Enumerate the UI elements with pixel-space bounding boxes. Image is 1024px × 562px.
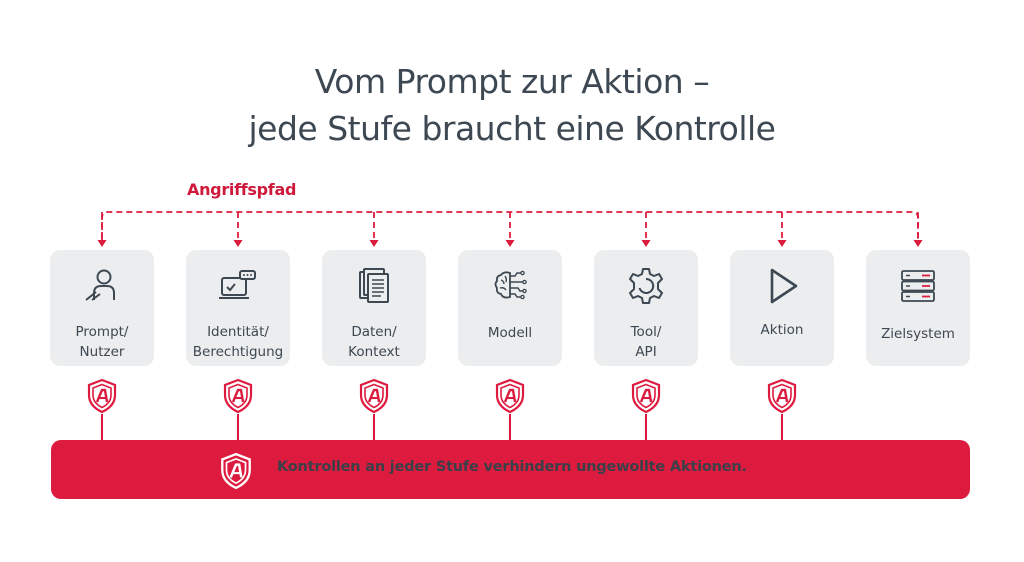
control-shield-icon	[495, 378, 525, 414]
stage-label: Prompt/ Nutzer	[75, 324, 129, 360]
user-icon	[85, 269, 115, 301]
stage-label: Zielsystem	[881, 326, 955, 342]
stage-prompt-user: Prompt/ Nutzer	[50, 250, 154, 366]
title-line-2: jede Stufe braucht eine Kontrolle	[248, 109, 776, 148]
stage-label: Identität/ Berechtigung	[192, 324, 284, 360]
control-shield-icon	[359, 378, 389, 414]
attack-path-arrowhead	[913, 240, 923, 247]
attack-path-label: Angriffspfad	[187, 180, 297, 199]
control-shield-icon	[223, 378, 253, 414]
control-shield-icon	[767, 378, 797, 414]
banner-text: Kontrollen an jeder Stufe verhindern ung…	[277, 459, 747, 475]
server-icon	[901, 270, 935, 302]
title-line-1: Vom Prompt zur Aktion –	[314, 62, 710, 101]
shield-icon	[221, 452, 251, 490]
page-title: Vom Prompt zur Aktion – jede Stufe brauc…	[0, 58, 1024, 152]
stage-label: Daten/ Kontext	[348, 324, 400, 360]
controls-banner: Kontrollen an jeder Stufe verhindern ung…	[51, 440, 970, 499]
control-shield-icon	[87, 378, 117, 414]
stage-model: Modell	[458, 250, 562, 366]
attack-path-arrowhead	[641, 240, 651, 247]
attack-path-arrowhead	[369, 240, 379, 247]
attack-path-arrowhead	[233, 240, 243, 247]
stage-label: Modell	[487, 325, 533, 341]
gear-icon	[629, 268, 663, 304]
brain-circuit-icon	[494, 270, 527, 300]
stage-identity: Identität/ Berechtigung	[186, 250, 290, 366]
attack-path-arrowhead	[505, 240, 515, 247]
play-icon	[770, 268, 798, 304]
stage-label: Aktion	[760, 322, 804, 338]
control-shield-icon	[631, 378, 661, 414]
stage-target-system: Zielsystem	[866, 250, 970, 366]
attack-path-arrowhead	[97, 240, 107, 247]
documents-icon	[359, 268, 389, 303]
stage-action: Aktion	[730, 250, 834, 366]
stage-data-context: Daten/ Kontext	[322, 250, 426, 366]
stage-label: Tool/ API	[630, 324, 662, 360]
identity-laptop-icon	[219, 270, 256, 299]
stage-tool-api: Tool/ API	[594, 250, 698, 366]
attack-path-arrowhead	[777, 240, 787, 247]
